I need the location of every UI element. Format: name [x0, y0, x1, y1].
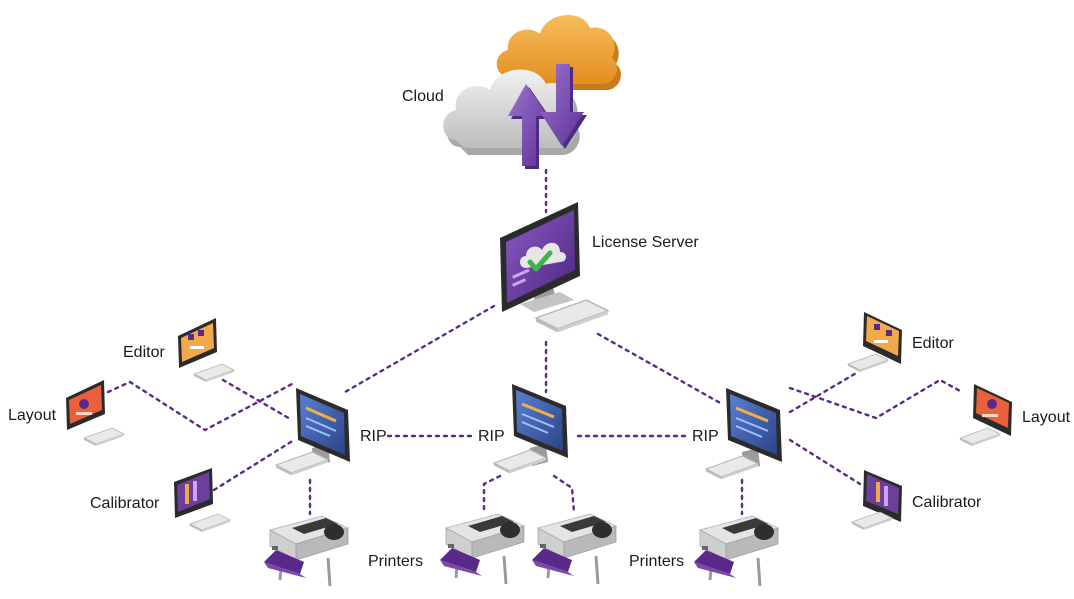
license-server-monitor-icon [500, 202, 609, 334]
label-calibrator-right: Calibrator [912, 494, 982, 511]
editor-workstation-right [847, 312, 902, 373]
calibrator-workstation-left [174, 468, 231, 533]
rip-workstation-center [493, 384, 568, 475]
label-layout-left: Layout [8, 407, 57, 424]
label-cloud: Cloud [402, 88, 444, 105]
label-rip-left: RIP [360, 428, 387, 445]
printer-left [262, 514, 350, 588]
connector-rip-right-layout [788, 378, 964, 420]
connector-rip-right-editor [788, 370, 860, 414]
cloud-sync-icon [443, 15, 621, 169]
connector-license-rip-right [596, 332, 724, 406]
rip-workstation-left [275, 388, 350, 477]
label-editor-right: Editor [912, 335, 954, 352]
connection-lines [106, 168, 964, 516]
upload-arrow-icon [508, 84, 551, 169]
label-layout-right: Layout [1022, 409, 1071, 426]
connector-rip-left-editor [221, 378, 294, 422]
label-printers-right: Printers [629, 553, 685, 570]
label-license-server: License Server [592, 234, 699, 251]
rip-workstation-right [705, 388, 782, 481]
connector-rip-left-layout [106, 380, 294, 432]
label-rip-center: RIP [478, 428, 505, 445]
download-arrow-icon [540, 64, 587, 149]
calibrator-workstation-right [851, 470, 902, 531]
label-printers-left: Printers [368, 553, 424, 570]
layout-workstation-right [959, 384, 1012, 447]
connector-rip-right-calibrator [788, 438, 862, 486]
layout-workstation-left [66, 380, 125, 447]
connector-rip-left-calibrator [212, 438, 296, 492]
label-editor-left: Editor [123, 344, 165, 361]
label-rip-right: RIP [692, 428, 719, 445]
printer-center-b [530, 512, 618, 586]
printer-right [692, 514, 780, 588]
connector-rip-center-printer-a [482, 474, 502, 512]
label-calibrator-left: Calibrator [90, 495, 160, 512]
connector-license-rip-left [343, 304, 496, 394]
editor-workstation-left [178, 318, 235, 383]
printer-center-a [438, 512, 526, 586]
connector-rip-center-printer-b [552, 474, 576, 514]
